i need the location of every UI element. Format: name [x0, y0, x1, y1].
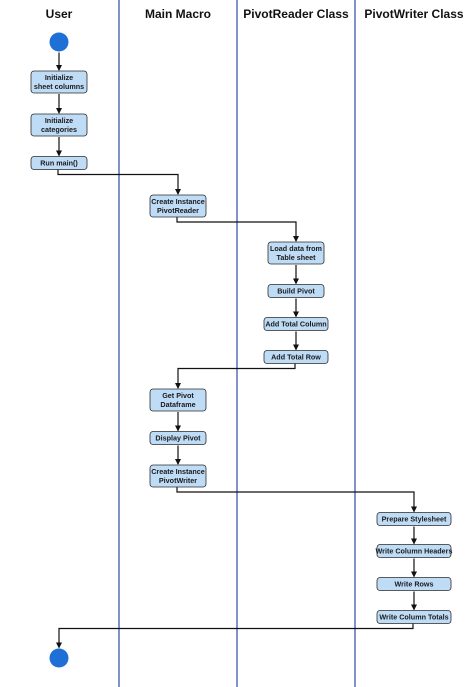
flow-edges	[56, 52, 417, 649]
node-box-run-main	[30, 156, 88, 170]
node-label-create-reader: PivotReader	[157, 206, 199, 215]
node-label-prep-style: Prepare Stylesheet	[382, 515, 447, 524]
edge-write-totals-to-end	[56, 623, 414, 649]
node-write-headers: Write Column Headers	[376, 544, 453, 558]
node-box-write-totals	[376, 610, 452, 624]
node-box-add-total-col	[263, 317, 329, 331]
node-label-create-writer: PivotWriter	[159, 476, 197, 485]
node-label-load-data: Table sheet	[276, 253, 316, 262]
node-label-init-cols: sheet columns	[34, 82, 84, 91]
lane-title-writer: PivotWriter Class	[364, 7, 463, 21]
lane-title-main: Main Macro	[145, 7, 211, 21]
node-write-rows: Write Rows	[376, 577, 452, 591]
node-label-add-total-row: Add Total Row	[271, 353, 321, 362]
node-label-write-rows: Write Rows	[394, 580, 433, 589]
node-label-write-headers: Write Column Headers	[376, 547, 453, 556]
node-box-write-headers	[376, 544, 452, 558]
node-run-main: Run main()	[30, 156, 88, 170]
node-box-load-data	[267, 241, 325, 265]
node-label-build-pivot: Build Pivot	[277, 287, 315, 296]
node-box-get-pivot	[149, 388, 207, 412]
node-box-create-writer	[149, 464, 207, 488]
node-box-init-cols	[30, 70, 88, 94]
node-prep-style: Prepare Stylesheet	[376, 512, 452, 526]
node-box-add-total-row	[263, 350, 329, 364]
node-box-create-reader	[149, 194, 207, 218]
node-add-total-col: Add Total Column	[263, 317, 329, 331]
node-add-total-row: Add Total Row	[263, 350, 329, 364]
end-node	[49, 648, 69, 668]
node-label-create-reader: Create Instance	[151, 197, 205, 206]
node-label-load-data: Load data from	[270, 244, 322, 253]
node-label-init-cats: categories	[41, 125, 77, 134]
lane-title-user: User	[46, 7, 73, 21]
node-box-build-pivot	[267, 284, 325, 298]
node-end	[49, 648, 69, 668]
node-write-totals: Write Column Totals	[376, 610, 452, 624]
node-label-get-pivot: Dataframe	[160, 400, 195, 409]
node-label-init-cats: Initialize	[45, 116, 73, 125]
node-start	[49, 32, 69, 52]
start-node	[49, 32, 69, 52]
edge-run-main-to-create-reader	[57, 169, 181, 195]
node-display-pivot: Display Pivot	[149, 431, 207, 445]
lane-title-reader: PivotReader Class	[243, 7, 349, 21]
node-label-write-totals: Write Column Totals	[379, 613, 448, 622]
node-label-add-total-col: Add Total Column	[265, 320, 326, 329]
node-box-init-cats	[30, 113, 88, 137]
node-label-init-cols: Initialize	[45, 73, 73, 82]
node-build-pivot: Build Pivot	[267, 284, 325, 298]
node-box-write-rows	[376, 577, 452, 591]
node-label-display-pivot: Display Pivot	[155, 434, 201, 443]
node-label-get-pivot: Get Pivot	[162, 391, 194, 400]
node-label-run-main: Run main()	[40, 159, 78, 168]
node-label-create-writer: Create Instance	[151, 467, 205, 476]
node-box-display-pivot	[149, 431, 207, 445]
edge-create-reader-to-load-data	[176, 217, 299, 242]
edge-create-writer-to-prep-style	[176, 487, 417, 513]
edge-add-total-row-to-get-pivot	[175, 363, 296, 389]
node-box-prep-style	[376, 512, 452, 526]
